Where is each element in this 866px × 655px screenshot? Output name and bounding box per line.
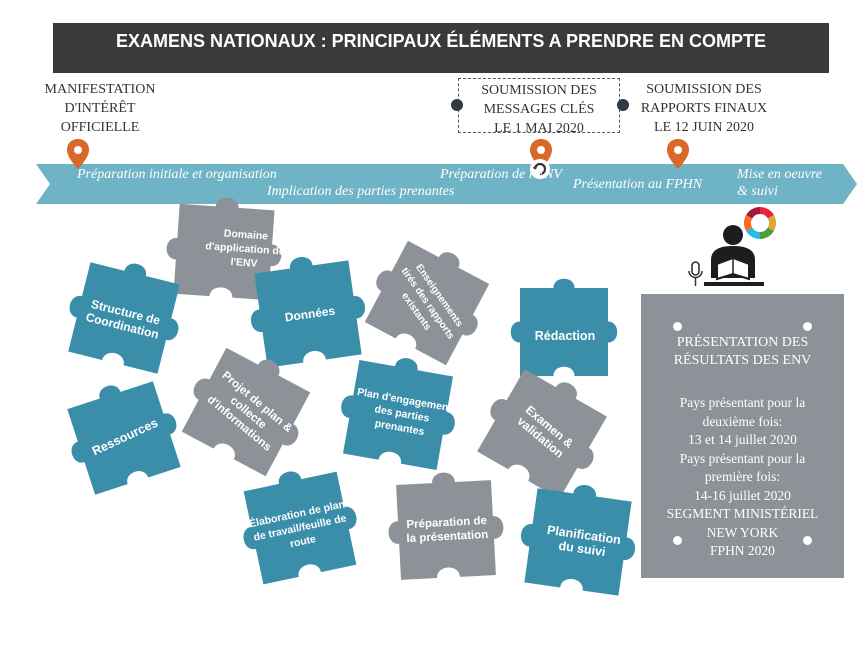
milestone-dot-right [617,99,629,111]
phase-stakeholder-involvement: Implication des parties prenantes [267,184,455,199]
results-line: Pays présentant pour la [679,450,806,466]
results-line: FPHN 2020 [710,543,775,558]
panel-hole [803,536,812,545]
results-line: 14-16 juillet 2020 [694,487,791,503]
phase-implementation: Mise en oeuvre [737,167,822,182]
piece-label-drafting: Rédaction [534,329,596,343]
phase-fphn-presentation: Présentation au FPHN [573,177,703,192]
refresh-icon [530,159,550,179]
results-title: PRÉSENTATION DES RÉSULTATS DES ENV [673,335,812,368]
location-pin-icon [67,139,89,169]
page-title: EXAMENS NATIONAUX : PRINCIPAUX ÉLÉMENTS … [53,23,829,73]
results-body: Pays présentant pour la deuxième fois: 1… [641,394,844,561]
sdg-wheel-icon [743,206,777,240]
milestone-final-reports: SOUMISSION DES RAPPORTS FINAUX LE 12 JUI… [640,82,768,135]
phase-env-preparation: Préparation de l'ENV [440,167,562,182]
results-line: NEW YORK [706,524,779,540]
phase-initial-preparation: Préparation initiale et organisation [77,167,277,182]
reader-podium-icon [704,225,764,286]
microphone-icon [688,261,703,286]
panel-hole [673,536,682,545]
results-line: Pays présentant pour la [679,395,806,410]
milestone-expression-of-interest: MANIFESTATION D'INTÉRÊT OFFICIELLE [44,82,156,135]
puzzle-piece-drafting [510,278,618,376]
timeline-band [36,164,857,204]
milestone-dot-left [451,99,463,111]
results-line: deuxième fois: [702,413,783,429]
phase-follow-up: & suivi [737,184,778,199]
piece-label-presentation-prep: Préparation de la présentation [406,514,489,546]
panel-hole [673,322,682,331]
results-line: 13 et 14 juillet 2020 [688,432,797,447]
results-panel: PRÉSENTATION DES RÉSULTATS DES ENV Pays … [641,294,844,578]
panel-hole [803,322,812,331]
results-line: SEGMENT MINISTÉRIEL [666,506,819,521]
location-pin-icon [667,139,689,169]
results-line: première fois: [704,469,781,484]
piece-label-domain: Domaine d'application de l'ENV [204,227,286,270]
